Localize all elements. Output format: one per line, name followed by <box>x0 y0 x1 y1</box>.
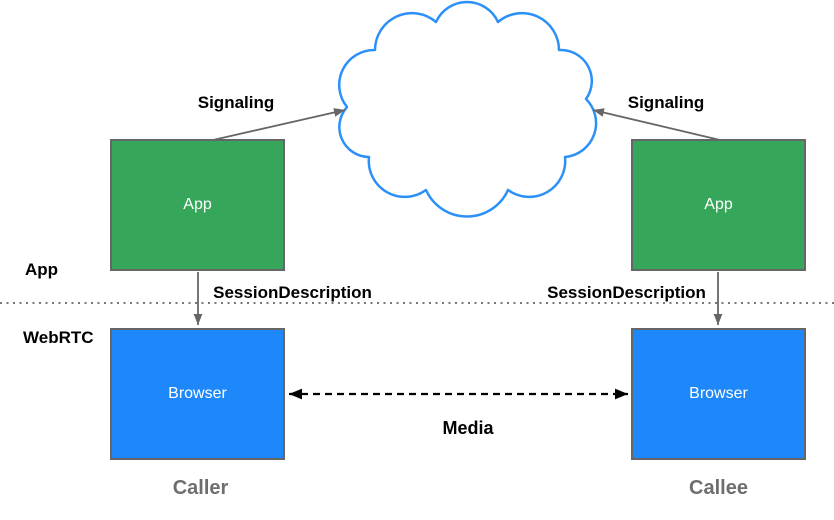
signaling-arrow-left <box>212 108 346 141</box>
side-label-webrtc-layer: WebRTC <box>23 328 94 347</box>
caption-callee: Callee <box>689 477 748 499</box>
caption-caller: Caller <box>172 477 229 499</box>
signaling-arrow-right <box>592 108 721 141</box>
signaling-cloud-shape <box>337 0 598 218</box>
node-callee-app: App <box>631 139 806 271</box>
signaling-label-left: Signaling <box>197 93 275 112</box>
session-description-label-right: SessionDescription <box>547 283 706 302</box>
node-caller-app-label: App <box>183 196 212 213</box>
node-callee-browser: Browser <box>631 328 806 460</box>
side-label-app-layer: App <box>25 260 59 279</box>
node-callee-browser-label: Browser <box>689 385 748 402</box>
media-label: Media <box>442 418 494 438</box>
node-caller-browser: Browser <box>110 328 285 460</box>
node-callee-app-label: App <box>704 196 733 213</box>
session-description-label-left: SessionDescription <box>213 283 372 302</box>
node-caller-app: App <box>110 139 285 271</box>
node-caller-browser-label: Browser <box>168 385 227 402</box>
signaling-label-right: Signaling <box>627 93 705 112</box>
